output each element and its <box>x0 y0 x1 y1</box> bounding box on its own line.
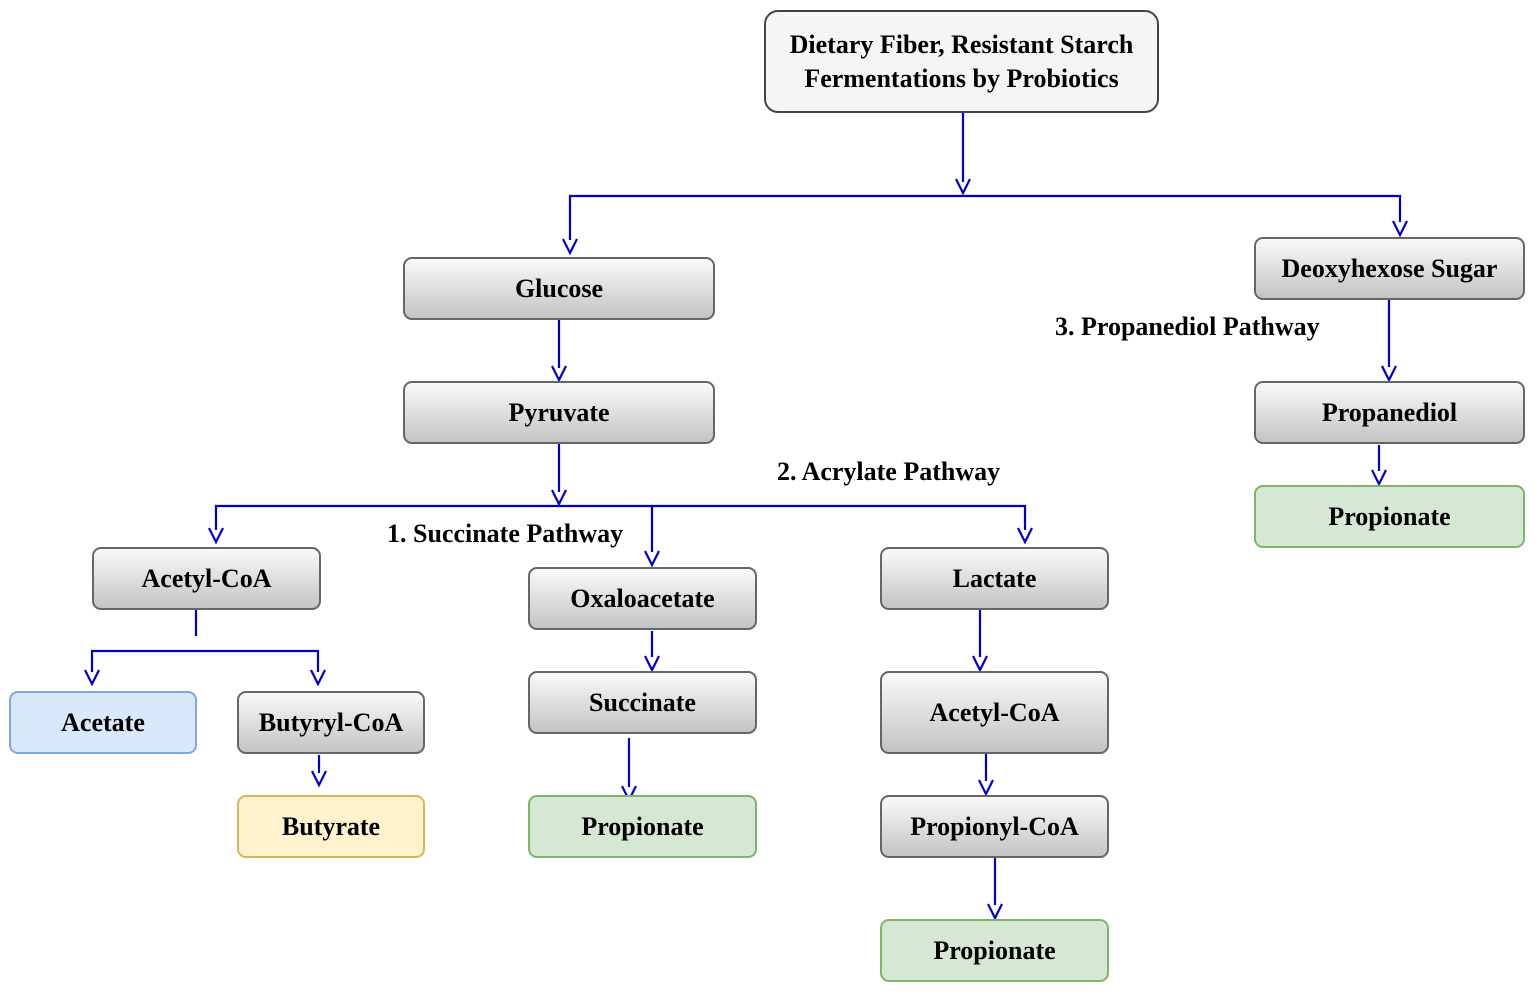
node-butyryl-coa-label: Butyryl-CoA <box>258 707 404 737</box>
label-acrylate-pathway: 2. Acrylate Pathway <box>777 457 1001 486</box>
node-propionate-succinate: Propionate <box>528 795 757 858</box>
arrowhead <box>310 669 326 687</box>
node-propionate-acrylate-label: Propionate <box>933 935 1056 965</box>
arrowhead <box>987 903 1003 921</box>
arrowhead <box>1371 469 1387 487</box>
node-pyruvate-label: Pyruvate <box>508 397 610 427</box>
connector-acetylcoa-branches <box>90 649 320 672</box>
label-propanediol-pathway: 3. Propanediol Pathway <box>1055 312 1320 341</box>
arrowhead <box>562 238 578 256</box>
label-succinate-pathway: 1. Succinate Pathway <box>387 519 624 548</box>
arrowhead <box>551 365 567 383</box>
arrowhead <box>978 779 994 797</box>
node-oxaloacetate-label: Oxaloacetate <box>570 583 715 613</box>
node-pyruvate: Pyruvate <box>403 381 715 444</box>
arrowhead <box>644 550 660 568</box>
node-dietary-fiber: Dietary Fiber, Resistant Starch Fermenta… <box>764 10 1159 113</box>
node-butyryl-coa: Butyryl-CoA <box>237 691 425 754</box>
node-butyrate: Butyrate <box>237 795 425 858</box>
node-propionate-propanediol-label: Propionate <box>1328 501 1451 531</box>
node-oxaloacetate: Oxaloacetate <box>528 567 757 630</box>
node-propionyl-coa-label: Propionyl-CoA <box>910 811 1079 841</box>
arrowhead <box>84 669 100 687</box>
node-propanediol-label: Propanediol <box>1321 397 1458 427</box>
arrowhead <box>1381 365 1397 383</box>
connector-pyruvate-branches <box>214 504 1027 530</box>
node-succinate-label: Succinate <box>589 687 696 717</box>
node-propionate-propanediol: Propionate <box>1254 485 1525 548</box>
node-acetate: Acetate <box>9 691 197 754</box>
node-deoxyhexose-sugar: Deoxyhexose Sugar <box>1254 237 1525 300</box>
node-acetate-label: Acetate <box>61 707 145 737</box>
arrowhead <box>644 655 660 673</box>
node-lactate: Lactate <box>880 547 1109 610</box>
node-acetyl-coa-left-label: Acetyl-CoA <box>141 563 272 593</box>
connector-top-branches <box>568 194 1402 240</box>
node-acetyl-coa-left: Acetyl-CoA <box>92 547 321 610</box>
node-succinate: Succinate <box>528 671 757 734</box>
arrowhead <box>1392 220 1408 238</box>
arrowhead <box>955 178 971 196</box>
node-acetyl-coa-acrylate-label: Acetyl-CoA <box>929 697 1060 727</box>
node-propionate-succinate-label: Propionate <box>581 811 704 841</box>
arrowhead <box>208 527 224 545</box>
node-propionyl-coa: Propionyl-CoA <box>880 795 1109 858</box>
arrowhead <box>1017 527 1033 545</box>
node-glucose-label: Glucose <box>514 273 604 303</box>
node-deoxyhexose-sugar-label: Deoxyhexose Sugar <box>1281 253 1498 283</box>
node-propionate-acrylate: Propionate <box>880 919 1109 982</box>
node-propanediol: Propanediol <box>1254 381 1525 444</box>
arrowhead <box>311 770 327 788</box>
node-butyrate-label: Butyrate <box>281 811 381 841</box>
arrowhead <box>551 489 567 507</box>
node-acetyl-coa-acrylate: Acetyl-CoA <box>880 671 1109 754</box>
node-dietary-fiber-label: Dietary Fiber, Resistant Starch Fermenta… <box>789 29 1134 93</box>
node-glucose: Glucose <box>403 257 715 320</box>
arrowhead <box>972 655 988 673</box>
node-lactate-label: Lactate <box>952 563 1037 593</box>
